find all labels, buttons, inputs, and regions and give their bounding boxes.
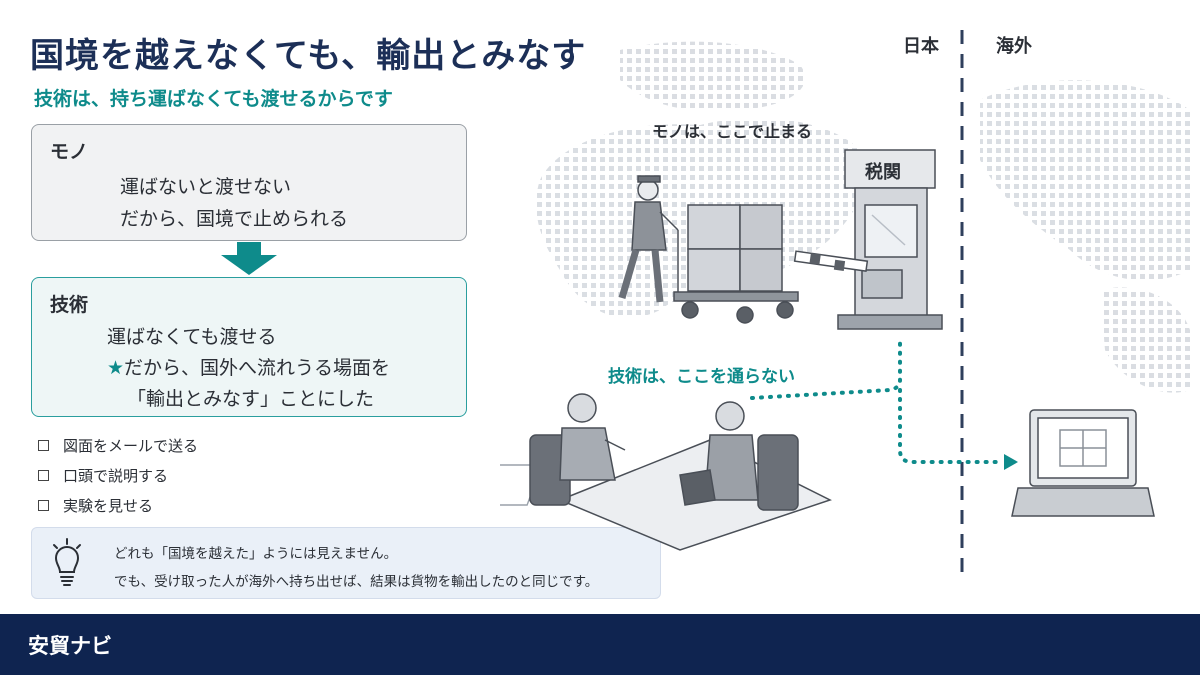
laptop-with-drawing	[1011, 409, 1155, 517]
border-illustration: 日本 海外 モノは、ここで止まる 技術は、ここを通らない 税関	[500, 30, 1190, 575]
checklist-item: 口頭で説明する	[38, 465, 168, 486]
technology-line-3: 「輸出とみなす」ことにした	[127, 388, 375, 410]
down-arrow-icon	[221, 242, 277, 275]
note-line-2: でも、受け取った人が海外へ持ち出せば、結果は貨物を輸出したのと同じです。	[114, 574, 599, 590]
checkbox-icon	[38, 470, 49, 481]
goods-line-1: 運ばないと渡せない	[120, 176, 292, 198]
checklist-item-label: 口頭で説明する	[63, 467, 169, 485]
cart-with-boxes	[673, 204, 799, 324]
flow-arrowhead-icon	[1004, 454, 1018, 470]
note-box: どれも「国境を越えた」ようには見えません。 でも、受け取った人が海外へ持ち出せば…	[31, 527, 661, 599]
customs-booth	[837, 149, 943, 330]
technology-line-2-text: だから、国外へ流れうる場面を	[124, 357, 391, 379]
note-line-1: どれも「国境を越えた」ようには見えません。	[114, 546, 398, 562]
goods-box: モノ 運ばないと渡せない だから、国境で止められる	[31, 124, 467, 241]
checklist-item-label: 実験を見せる	[63, 497, 154, 515]
page-title: 国境を越えなくても、輸出とみなす	[30, 36, 587, 76]
goods-stop-label: モノは、ここで止まる	[652, 122, 812, 141]
checklist-item-label: 図面をメールで送る	[63, 437, 199, 455]
technology-heading: 技術	[50, 294, 89, 316]
checkbox-icon	[38, 500, 49, 511]
overseas-label: 海外	[996, 35, 1032, 57]
goods-line-2: だから、国境で止められる	[120, 208, 349, 230]
goods-heading: モノ	[50, 141, 89, 163]
footer-bar: 安貿ナビ	[0, 614, 1200, 675]
technology-pass-label: 技術は、ここを通らない	[608, 366, 795, 387]
lightbulb-icon	[53, 538, 81, 586]
footer-brand: 安貿ナビ	[28, 634, 112, 658]
technology-box: 技術 運ばなくても渡せる ★だから、国外へ流れうる場面を 「輸出とみなす」ことに…	[31, 277, 467, 417]
customs-sign: 税関	[865, 161, 901, 183]
checklist-item: 実験を見せる	[38, 495, 153, 516]
technology-flow-path	[750, 338, 1002, 464]
barrier-gate	[793, 250, 869, 272]
checklist-item: 図面をメールで送る	[38, 435, 198, 456]
page-subtitle: 技術は、持ち運ばなくても渡せるからです	[34, 88, 393, 110]
technology-line-2: ★だから、国外へ流れうる場面を	[107, 353, 390, 380]
technology-line-1: 運ばなくても渡せる	[107, 326, 277, 348]
meeting-scene	[500, 393, 832, 551]
worker-figure	[618, 175, 679, 303]
checkbox-icon	[38, 440, 49, 451]
japan-label: 日本	[903, 35, 939, 57]
star-icon: ★	[107, 357, 125, 379]
